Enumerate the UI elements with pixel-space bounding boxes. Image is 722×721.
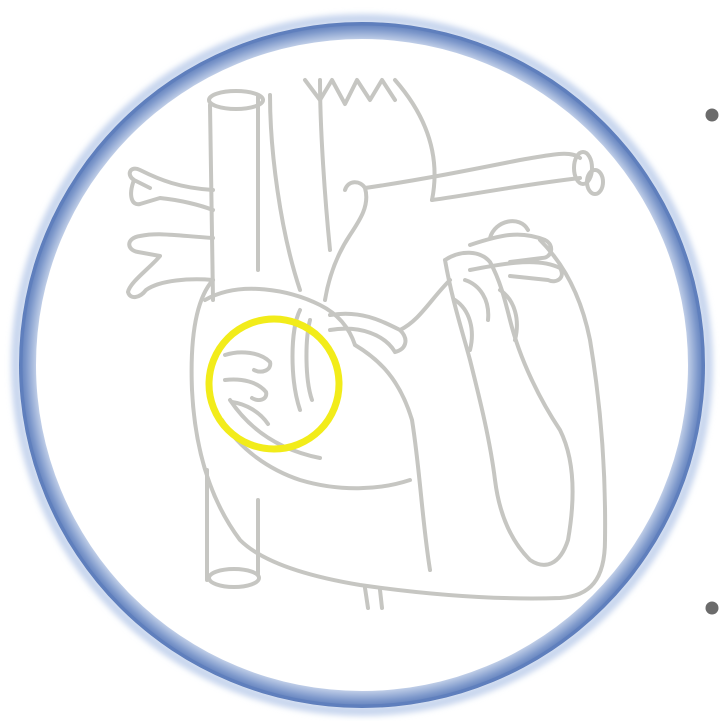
bullet-dot-icon-top — [706, 109, 719, 122]
bullet-dot-icon-bottom — [706, 602, 719, 615]
circle-inner — [36, 39, 688, 691]
